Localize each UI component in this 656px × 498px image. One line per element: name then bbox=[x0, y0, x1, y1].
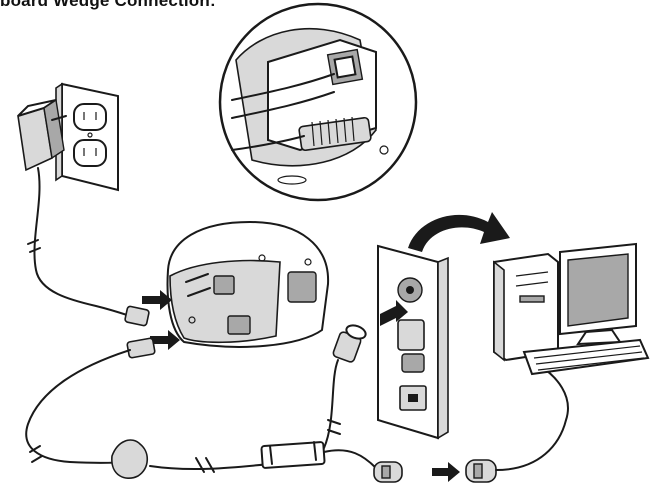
keyboard-wedge-cable bbox=[260, 324, 569, 483]
port-detail-inset bbox=[218, 2, 418, 202]
rotation-arrow bbox=[408, 212, 510, 252]
scanner-interface-cable bbox=[25, 337, 271, 480]
power-adapter bbox=[17, 98, 150, 327]
wall-outlet bbox=[55, 82, 119, 192]
desktop-computer bbox=[493, 242, 650, 376]
scanner-base bbox=[166, 220, 330, 348]
scanner-port-arrows bbox=[142, 290, 180, 350]
pc-back-panel bbox=[377, 244, 449, 440]
diagram-title: board Wedge Connection: bbox=[0, 0, 216, 10]
